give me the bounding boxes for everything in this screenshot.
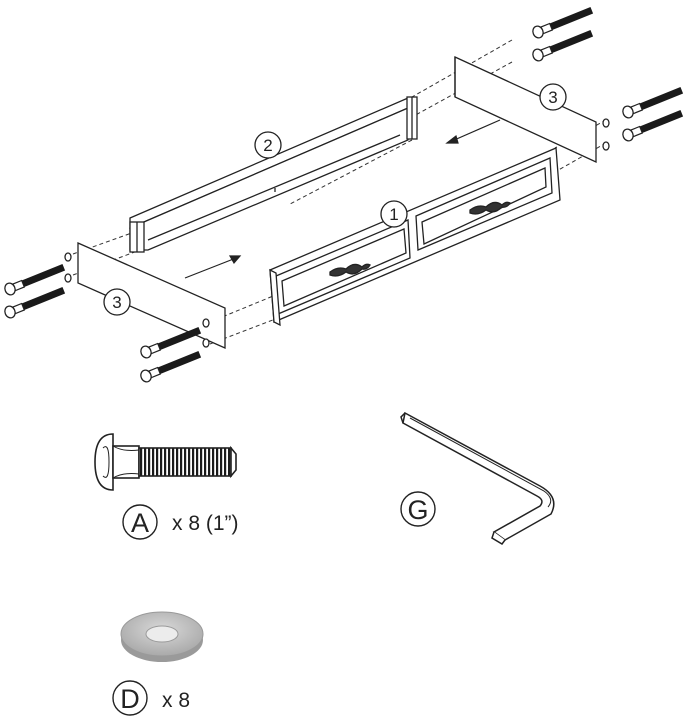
callout-label: 2 [263,136,272,155]
hardware-quantity: x 8 (1”) [172,512,239,535]
assembly-bolt [140,351,202,383]
assembly-bolt [532,30,594,62]
callout-part-3-left: 3 [103,288,131,316]
assembly-bolt [532,7,594,39]
washer-icon [120,611,204,662]
hardware-d: D x 8 [112,680,190,716]
assembly-bolt [622,110,684,142]
assembly-bolt [622,87,684,119]
callout-label: 3 [112,293,121,312]
hardware-letter: G [407,495,428,525]
assembly-bolt [4,287,66,319]
assembly-bolts [4,7,684,383]
callout-part-1: 1 [380,200,408,228]
callout-part-3-right: 3 [539,83,567,111]
hardware-letter: D [120,684,140,714]
right-side-panel [454,55,610,164]
hardware-quantity: x 8 [162,689,190,712]
callout-label: 1 [389,205,398,224]
assembly-bolt [4,264,66,296]
bolt-icon [94,433,237,491]
allen-key-icon [400,411,555,545]
direction-arrows [184,119,501,279]
assembly-bolt [140,327,202,359]
left-side-panel [64,242,226,349]
callout-label: 3 [548,88,557,107]
back-rail [129,96,418,253]
callout-part-2: 2 [254,131,282,159]
hardware-g: G [400,491,436,527]
front-panel [269,147,561,327]
hardware-letter: A [131,508,149,538]
hardware-a: A x 8 (1”) [122,504,239,540]
